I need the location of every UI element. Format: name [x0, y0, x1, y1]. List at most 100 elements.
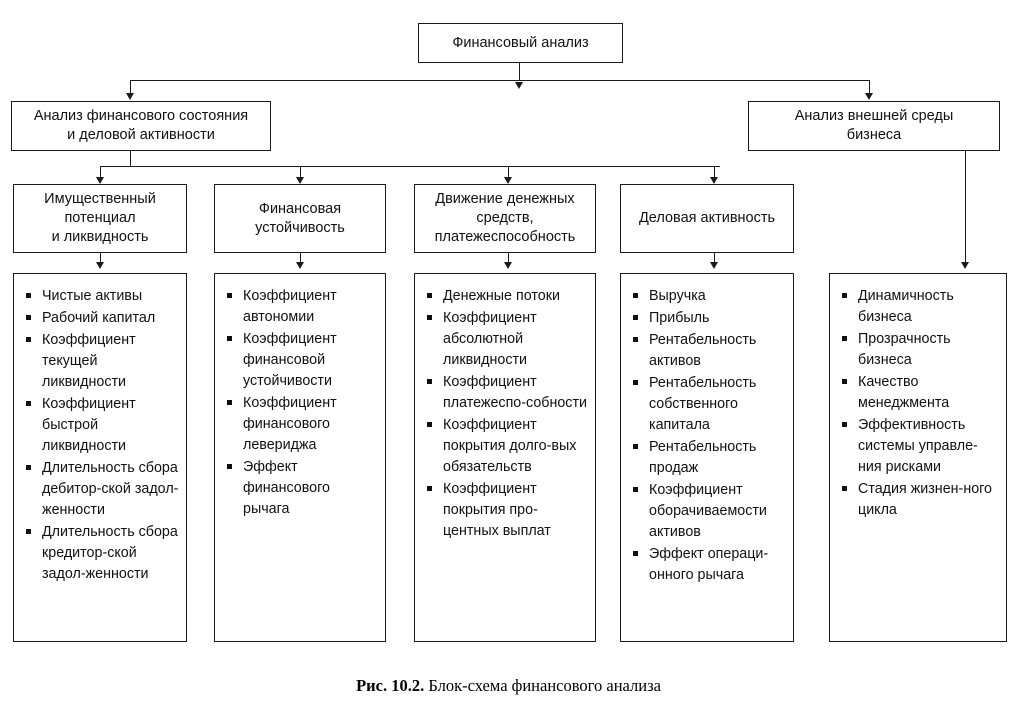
list-item: Коэффициент покрытия про-центных выплат — [425, 479, 589, 542]
node-business-activity-label: Деловая активность — [638, 210, 776, 227]
list-item-label: Длительность сбора кредитор-ской задол-ж… — [42, 524, 178, 583]
list-business-activity: Выручка Прибыль Рентабельность активов Р… — [620, 273, 794, 642]
list-item-label: Динамичность бизнеса — [858, 288, 954, 326]
list-items-2: Денежные потоки Коэффициент абсолютной л… — [425, 286, 589, 542]
connector-to-property — [100, 166, 102, 180]
connector-cashflow-to-list — [508, 253, 510, 265]
arrow-stability-to-list — [296, 262, 304, 269]
list-item-label: Рентабельность собственного капитала — [649, 375, 757, 434]
list-item-label: Эффективность системы управле-ния рискам… — [858, 417, 978, 476]
list-item: Стадия жизнен-ного цикла — [840, 479, 1000, 521]
connector-to-stability — [300, 166, 302, 180]
bullet-icon — [427, 293, 432, 298]
list-item-label: Длительность сбора дебитор-ской задол-же… — [42, 460, 179, 519]
list-item: Коэффициент автономии — [225, 286, 379, 328]
bullet-icon — [26, 337, 31, 343]
list-item: Длительность сбора дебитор-ской задол-же… — [24, 458, 180, 521]
list-external-business-environment: Динамичность бизнеса Прозрачность бизнес… — [829, 273, 1007, 642]
bullet-icon — [227, 293, 232, 298]
node-property-potential-liquidity: Имущественный потенциал и ликвидность — [13, 184, 187, 253]
node-cash-flow-solvency: Движение денежных средств, платежеспособ… — [414, 184, 596, 253]
node-financial-state-analysis: Анализ финансового состояния и деловой а… — [11, 101, 271, 151]
list-item-label: Выручка — [649, 288, 706, 304]
bullet-icon — [227, 336, 232, 342]
connector-bus-level2 — [100, 166, 720, 168]
list-item-label: Прибыль — [649, 310, 710, 327]
bullet-icon — [842, 486, 847, 492]
connector-finstate-stem — [130, 151, 132, 167]
list-item-label: Рентабельность продаж — [649, 439, 757, 477]
arrow-cashflow-to-list — [504, 262, 512, 269]
list-item: Рентабельность собственного капитала — [631, 373, 787, 436]
figure-caption-number: Рис. 10.2. — [356, 676, 425, 695]
bullet-icon — [842, 293, 847, 298]
bullet-icon — [842, 336, 847, 342]
list-item-label: Эффект операци-онного рычага — [649, 546, 769, 584]
bullet-icon — [26, 293, 31, 298]
bullet-icon — [633, 444, 638, 450]
connector-stability-to-list — [300, 253, 302, 265]
bullet-icon — [427, 379, 432, 385]
connector-root-stem — [519, 63, 521, 81]
node-financial-analysis: Финансовый анализ — [418, 23, 623, 63]
list-item: Рабочий капитал — [24, 308, 180, 329]
bullet-icon — [842, 379, 847, 385]
list-item: Коэффициент финансового левериджа — [225, 393, 379, 456]
node-external-environment-analysis: Анализ внешней среды бизнеса — [748, 101, 1000, 151]
list-item: Динамичность бизнеса — [840, 286, 1000, 328]
list-items-3: Выручка Прибыль Рентабельность активов Р… — [631, 286, 787, 586]
arrow-root-mid — [515, 82, 523, 89]
arrow-activity-to-list — [710, 262, 718, 269]
list-item-label: Коэффициент оборачиваемости активов — [649, 482, 767, 541]
list-item: Коэффициент текущей ликвидности — [24, 330, 180, 393]
list-item: Эффективность системы управле-ния рискам… — [840, 415, 1000, 478]
node-business-activity: Деловая активность — [620, 184, 794, 253]
list-item-label: Рабочий капитал — [42, 310, 156, 327]
list-item-label: Коэффициент покрытия про-центных выплат — [443, 481, 551, 540]
bullet-icon — [633, 380, 638, 386]
list-items-1: Коэффициент автономии Коэффициент финанс… — [225, 286, 379, 520]
arrow-property-to-list — [96, 262, 104, 269]
list-item: Эффект финансового рычага — [225, 457, 379, 520]
arrow-extenv-to-list — [961, 262, 969, 269]
list-item: Выручка — [631, 286, 787, 307]
list-items-4: Динамичность бизнеса Прозрачность бизнес… — [840, 286, 1000, 521]
list-item: Коэффициент оборачиваемости активов — [631, 480, 787, 543]
bullet-icon — [633, 315, 638, 321]
bullet-icon — [26, 315, 31, 321]
node-financial-stability-label: Финансовая устойчивость — [255, 200, 345, 236]
arrow-to-cashflow — [504, 177, 512, 184]
connector-to-cashflow — [508, 166, 510, 180]
figure-caption-text: Блок-схема финансового анализа — [424, 676, 661, 695]
node-financial-stability: Финансовая устойчивость — [214, 184, 386, 253]
list-item: Прибыль — [631, 308, 787, 329]
list-item: Качество менеджмента — [840, 372, 1000, 414]
list-item-label: Стадия жизнен-ного цикла — [858, 481, 993, 519]
connector-to-activity — [714, 166, 716, 180]
bullet-icon — [26, 529, 31, 535]
node-property-potential-liquidity-label: Имущественный потенциал и ликвидность — [44, 191, 156, 245]
bullet-icon — [842, 422, 847, 428]
arrow-to-stability — [296, 177, 304, 184]
bullet-icon — [26, 465, 31, 471]
bullet-icon — [227, 464, 232, 470]
list-item-label: Эффект финансового рычага — [243, 459, 330, 518]
list-item-label: Коэффициент покрытия долго-вых обязатель… — [443, 417, 577, 476]
list-financial-stability: Коэффициент автономии Коэффициент финанс… — [214, 273, 386, 642]
list-item: Коэффициент покрытия долго-вых обязатель… — [425, 415, 589, 478]
bullet-icon — [633, 487, 638, 493]
arrow-to-property — [96, 177, 104, 184]
bullet-icon — [427, 486, 432, 492]
list-item-label: Коэффициент автономии — [243, 288, 337, 326]
bullet-icon — [633, 551, 638, 557]
list-item: Денежные потоки — [425, 286, 589, 307]
bullet-icon — [633, 337, 638, 343]
list-item-label: Коэффициент абсолютной ликвидности — [443, 310, 537, 369]
connector-to-ext-env — [869, 80, 871, 96]
list-item: Коэффициент платежеспо-собности — [425, 372, 589, 414]
arrow-to-ext-env — [865, 93, 873, 100]
node-financial-state-analysis-label: Анализ финансового состояния и деловой а… — [33, 108, 249, 143]
figure-caption: Рис. 10.2. Блок-схема финансового анализ… — [0, 676, 1017, 696]
list-item-label: Коэффициент платежеспо-собности — [443, 374, 587, 412]
connector-activity-to-list — [714, 253, 716, 265]
